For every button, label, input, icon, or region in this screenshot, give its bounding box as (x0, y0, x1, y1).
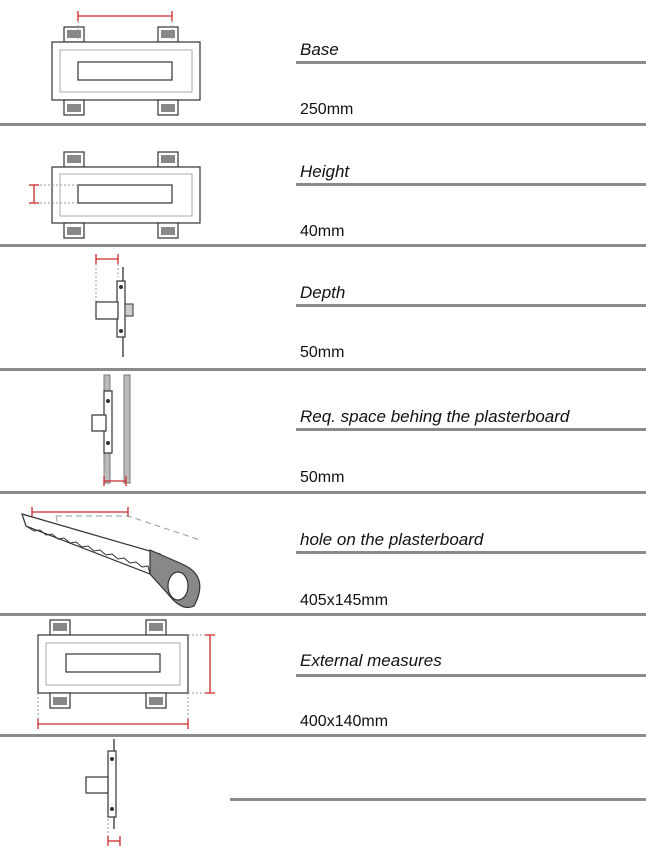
spec-value: 400x140mm (300, 713, 389, 730)
spec-row-height: Height 40mm (0, 126, 646, 245)
external-measures-icon (0, 616, 230, 735)
spec-row-base: Base 250mm (0, 0, 646, 125)
space-behind-plasterboard-icon (0, 371, 230, 492)
spec-label: hole on the plasterboard (300, 530, 484, 549)
height-dimension-icon (0, 126, 230, 245)
spec-row-profile (0, 737, 646, 847)
row-divider (0, 613, 646, 616)
spec-label: External measures (300, 651, 442, 670)
spec-row-depth: Depth 50mm (0, 247, 646, 369)
spec-value: 405x145mm (300, 592, 389, 609)
spec-label: Req. space behing the plasterboard (300, 407, 570, 426)
spec-label: Height (300, 162, 350, 181)
spec-row-external: External measures 400x140mm (0, 616, 646, 735)
label-underline (296, 428, 646, 431)
row-divider (0, 368, 646, 371)
label-underline (296, 61, 646, 64)
side-profile-icon (0, 737, 230, 847)
spec-value: 50mm (300, 344, 345, 361)
spec-row-space-behind: Req. space behing the plasterboard 50mm (0, 371, 646, 492)
saw-cut-hole-icon (0, 494, 230, 614)
spec-label: Base (300, 40, 339, 59)
row-divider (0, 734, 646, 737)
spec-label: Depth (300, 283, 346, 302)
row-divider (0, 491, 646, 494)
label-underline (296, 304, 646, 307)
label-underline (296, 551, 646, 554)
row-divider (0, 123, 646, 126)
spec-row-hole: hole on the plasterboard 405x145mm (0, 494, 646, 614)
label-underline (296, 183, 646, 186)
row-divider (0, 244, 646, 247)
spec-value: 250mm (300, 101, 354, 118)
label-underline (230, 798, 646, 801)
label-underline (296, 674, 646, 677)
base-dimension-icon (0, 0, 230, 125)
spec-value: 40mm (300, 223, 345, 240)
depth-dimension-icon (0, 247, 230, 369)
spec-value: 50mm (300, 469, 345, 486)
